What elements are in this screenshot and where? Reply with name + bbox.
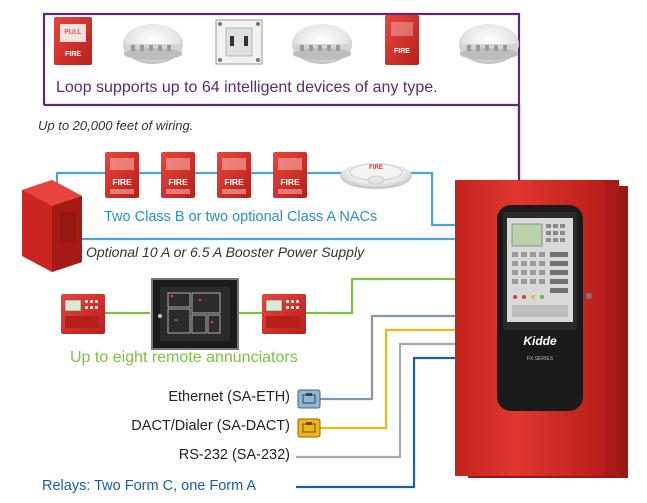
- pull-text: PULL: [64, 29, 82, 36]
- annunciator-label: Up to eight remote annunciators: [70, 349, 298, 366]
- dact-label: DACT/Dialer (SA-DACT): [131, 418, 290, 434]
- smoke-detector-2: [292, 24, 352, 64]
- pull-station-1: PULL FIRE: [54, 17, 92, 65]
- panel-series-text: FX SERIES: [527, 356, 554, 362]
- ethernet-wire: [320, 314, 455, 401]
- strobe-2-fire-text: FIRE: [168, 177, 188, 187]
- ceiling-strobe: FIRE: [340, 163, 412, 189]
- wiring-label: Up to 20,000 feet of wiring.: [38, 118, 194, 133]
- ethernet-label: Ethernet (SA-ETH): [168, 389, 290, 405]
- relay-label: Relays: Two Form C, one Form A: [42, 478, 257, 494]
- loop-wire: [42, 12, 521, 180]
- pull-station-fire-text: FIRE: [65, 51, 81, 58]
- ceiling-strobe-fire-text: FIRE: [369, 165, 383, 171]
- rs232-wire: [296, 342, 455, 459]
- remote-annunciator-1: [61, 294, 105, 334]
- pull-station-2-fire-text: FIRE: [394, 48, 410, 55]
- fire-alarm-control-panel: Kidde FX SERIES: [455, 180, 628, 478]
- strobe-3: FIRE: [217, 152, 251, 198]
- rs232-label: RS-232 (SA-232): [178, 447, 290, 463]
- strobe-1-fire-text: FIRE: [112, 177, 132, 187]
- dact-wire: [320, 328, 455, 430]
- interface-module: [215, 19, 263, 65]
- annunciator-wire: [103, 277, 455, 315]
- strobe-2: FIRE: [161, 152, 195, 198]
- graphic-annunciator: [151, 278, 239, 350]
- booster-label: Optional 10 A or 6.5 A Booster Power Sup…: [86, 244, 365, 260]
- loop-return-wire: [44, 103, 521, 180]
- strobe-1: FIRE: [105, 152, 139, 198]
- remote-annunciator-2: [262, 294, 306, 334]
- smoke-detector-1: [123, 24, 183, 64]
- pull-station-2: FIRE: [385, 15, 419, 65]
- loop-label: Loop supports up to 64 intelligent devic…: [56, 79, 438, 96]
- ethernet-port-icon: [297, 389, 321, 409]
- relay-wire: [296, 356, 455, 489]
- booster-power-supply: [22, 180, 82, 272]
- nac-wire: [55, 171, 455, 227]
- strobe-3-fire-text: FIRE: [224, 177, 244, 187]
- dact-port-icon: [297, 418, 321, 438]
- strobe-4-fire-text: FIRE: [280, 177, 300, 187]
- strobe-4: FIRE: [273, 152, 307, 198]
- panel-brand-text: Kidde: [523, 334, 557, 348]
- smoke-detector-3: [459, 24, 519, 64]
- nac-label: Two Class B or two optional Class A NACs: [104, 209, 378, 225]
